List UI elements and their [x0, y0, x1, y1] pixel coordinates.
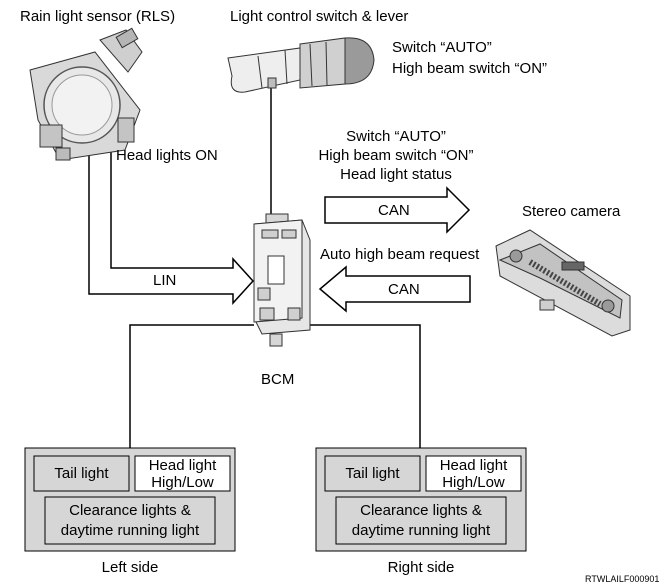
- camera-label: Stereo camera: [522, 203, 621, 220]
- wire-bcm-left-lights: [129, 324, 254, 448]
- bcm-module-illustration: [253, 213, 311, 347]
- figure-code: RTWLAILF000901: [585, 574, 660, 584]
- can-out-status-label: Switch “AUTO” High beam switch “ON” Head…: [300, 128, 492, 183]
- left-clearance-box: [44, 496, 216, 545]
- lin-label: LIN: [153, 272, 177, 289]
- headlights-on-label: Head lights ON: [116, 147, 218, 164]
- rls-label: Rain light sensor (RLS): [20, 8, 176, 25]
- switch-status-line1: Switch “AUTO”: [392, 39, 492, 56]
- can-in-label: CAN: [388, 281, 420, 298]
- can-out-line2: High beam switch “ON”: [318, 147, 474, 164]
- left-head-light-line2: High/Low: [151, 473, 214, 491]
- left-head-light-line1: Head light: [148, 456, 217, 474]
- auto-high-beam-label: Auto high beam request: [320, 246, 480, 263]
- right-clearance-line1: Clearance lights &: [360, 502, 482, 519]
- switch-status-label: Switch “AUTO” High beam switch “ON”: [392, 39, 547, 77]
- can-out-line3: Head light status: [340, 166, 452, 183]
- right-head-light-box: [425, 455, 522, 492]
- left-side-label: Left side: [101, 559, 159, 576]
- wiring: [129, 88, 421, 448]
- right-clearance-line2: daytime running light: [351, 522, 491, 539]
- rain-light-sensor-illustration: [29, 27, 143, 161]
- left-lights-panel: [24, 447, 236, 552]
- right-tail-light-text: Tail light: [345, 465, 400, 482]
- bcm-label: BCM: [261, 371, 295, 388]
- right-head-light-line2: High/Low: [442, 473, 505, 491]
- can-in-arrow: [318, 265, 471, 313]
- can-out-arrow: [324, 186, 471, 234]
- right-lights-panel: [315, 447, 527, 552]
- left-clearance-line2: daytime running light: [60, 522, 200, 539]
- right-head-light-text: Head light High/Low: [426, 456, 521, 491]
- can-out-line1: Switch “AUTO”: [346, 128, 446, 145]
- light-switch-lever-illustration: [227, 37, 375, 93]
- left-head-light-box: [134, 455, 231, 492]
- right-tail-light-box: [324, 455, 421, 492]
- switch-label: Light control switch & lever: [230, 8, 409, 25]
- right-clearance-text: Clearance lights & daytime running light: [336, 497, 506, 544]
- left-clearance-line1: Clearance lights &: [69, 502, 191, 519]
- stereo-camera-illustration: [495, 229, 631, 337]
- left-tail-light-text: Tail light: [54, 465, 109, 482]
- right-head-light-line1: Head light: [439, 456, 508, 474]
- wire-bcm-right-lights: [306, 324, 421, 448]
- left-clearance-text: Clearance lights & daytime running light: [45, 497, 215, 544]
- can-out-label: CAN: [378, 202, 410, 219]
- right-clearance-box: [335, 496, 507, 545]
- right-side-label: Right side: [387, 559, 455, 576]
- left-head-light-text: Head light High/Low: [135, 456, 230, 491]
- lin-arrow: [88, 148, 255, 305]
- switch-status-line2: High beam switch “ON”: [392, 60, 548, 77]
- left-tail-light-box: [33, 455, 130, 492]
